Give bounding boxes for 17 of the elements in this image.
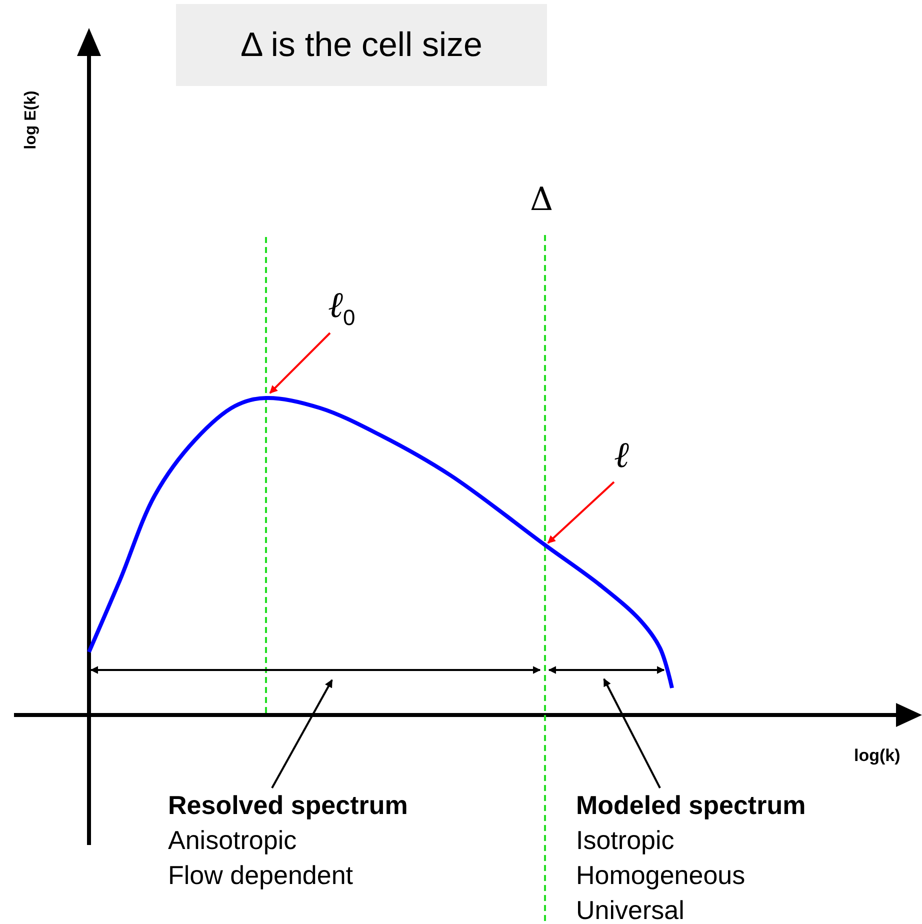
symbol-label: ℓ$_{0}$ — [328, 284, 356, 332]
property-text: Homogeneous — [576, 859, 746, 892]
property-text: Universal — [576, 894, 686, 924]
heading: Modeled spectrum — [576, 789, 807, 822]
leader-line — [547, 481, 615, 544]
caption-text: Δ is the cell size — [240, 25, 482, 66]
delta-symbol: Δ — [530, 180, 554, 218]
property-text: Isotropic — [576, 824, 676, 857]
leader-line — [603, 678, 661, 788]
property-text: Flow dependent — [168, 859, 354, 892]
symbol-label: ℓ — [614, 434, 630, 478]
leader-line — [269, 332, 331, 394]
axis-label: log(k) — [854, 746, 900, 766]
leader-line — [271, 679, 333, 788]
heading: Resolved spectrum — [168, 789, 409, 822]
property-text: Anisotropic — [168, 824, 298, 857]
axis-label: log E(k) — [22, 90, 40, 150]
